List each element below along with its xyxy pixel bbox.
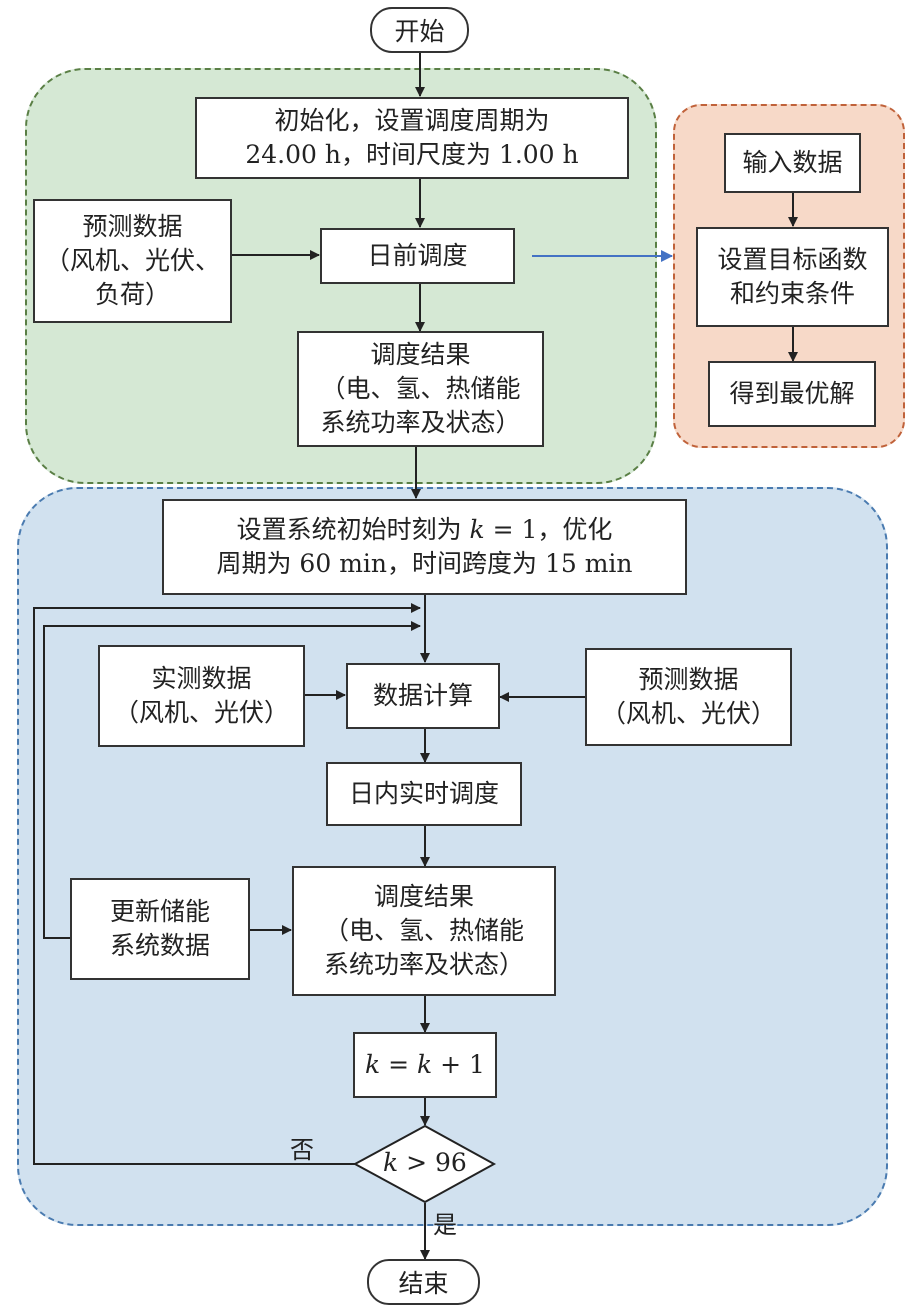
input-data-box: 输入数据 [724, 133, 861, 193]
result-line2: （电、氢、热储能 [320, 374, 521, 403]
intraday-result-line3: 系统功率及状态） [323, 950, 524, 979]
measured-data-box: 实测数据 （风机、光伏） [98, 645, 305, 747]
loop-update-branch [43, 621, 421, 939]
setup-text-b: = 1，优化 [484, 515, 613, 544]
optimal-box: 得到最优解 [708, 361, 876, 427]
intraday-forecast-box: 预测数据 （风机、光伏） [585, 648, 792, 746]
compute-box: 数据计算 [346, 663, 500, 729]
start-label: 开始 [394, 17, 445, 46]
intraday-result-line1: 调度结果 [373, 882, 474, 911]
day-ahead-forecast-box: 预测数据 （风机、光伏、 负荷） [33, 199, 232, 323]
intraday-forecast-line2: （风机、光伏） [600, 699, 776, 728]
realtime-label: 日内实时调度 [348, 779, 499, 808]
increment-expr: k = k + 1 [365, 1048, 485, 1082]
optimal-label: 得到最优解 [729, 379, 855, 408]
no-label: 否 [290, 1136, 314, 1164]
result-line3: 系统功率及状态） [320, 408, 521, 437]
intraday-forecast-line1: 预测数据 [638, 665, 739, 694]
forecast-line2: （风机、光伏、 [44, 246, 220, 275]
update-line2: 系统数据 [109, 931, 210, 960]
increment-var1: k [365, 1050, 381, 1079]
objective-line2: 和约束条件 [729, 279, 855, 308]
setup-line1: 设置系统初始时刻为 k = 1，优化 [237, 513, 613, 547]
increment-plus: + 1 [432, 1050, 485, 1079]
end-label: 结束 [398, 1269, 449, 1298]
measured-line1: 实测数据 [151, 664, 252, 693]
day-ahead-result-box: 调度结果 （电、氢、热储能 系统功率及状态） [297, 331, 544, 447]
intraday-result-line2: （电、氢、热储能 [323, 916, 524, 945]
result-line1: 调度结果 [370, 340, 471, 369]
increment-eq: = [380, 1050, 418, 1079]
forecast-line3: 负荷） [94, 280, 170, 309]
intraday-region [17, 487, 888, 1226]
decision-expr: k > 96 [383, 1148, 467, 1177]
day-ahead-schedule-box: 日前调度 [320, 228, 515, 284]
intraday-setup-box: 设置系统初始时刻为 k = 1，优化 周期为 60 min，时间跨度为 15 m… [162, 499, 687, 595]
update-storage-box: 更新储能 系统数据 [70, 878, 250, 980]
increment-box: k = k + 1 [353, 1032, 497, 1098]
input-label: 输入数据 [742, 148, 843, 177]
intraday-result-box: 调度结果 （电、氢、热储能 系统功率及状态） [292, 866, 556, 996]
measured-line2: （风机、光伏） [113, 698, 289, 727]
start-terminal: 开始 [370, 7, 469, 53]
increment-var2: k [417, 1050, 433, 1079]
setup-text-a: 设置系统初始时刻为 [236, 515, 470, 544]
decision-var: k [383, 1148, 399, 1177]
forecast-line1: 预测数据 [82, 212, 183, 241]
update-line1: 更新储能 [109, 897, 210, 926]
realtime-schedule-box: 日内实时调度 [326, 762, 522, 826]
decision-cond: > 96 [398, 1148, 467, 1177]
setup-line2: 周期为 60 min，时间跨度为 15 min [216, 549, 633, 578]
loop-no-branch [33, 603, 421, 1165]
decision-diamond [352, 1124, 497, 1204]
end-terminal: 结束 [367, 1259, 480, 1305]
compute-label: 数据计算 [372, 681, 473, 710]
init-line1: 初始化，设置调度周期为 [274, 106, 550, 135]
objective-line1: 设置目标函数 [717, 245, 868, 274]
init-box: 初始化，设置调度周期为 24.00 h，时间尺度为 1.00 h [195, 97, 629, 179]
yes-label: 是 [433, 1211, 457, 1239]
schedule-label: 日前调度 [367, 241, 468, 270]
setup-var-k: k [469, 515, 485, 544]
objective-box: 设置目标函数 和约束条件 [696, 227, 889, 327]
init-line2: 24.00 h，时间尺度为 1.00 h [245, 140, 579, 169]
